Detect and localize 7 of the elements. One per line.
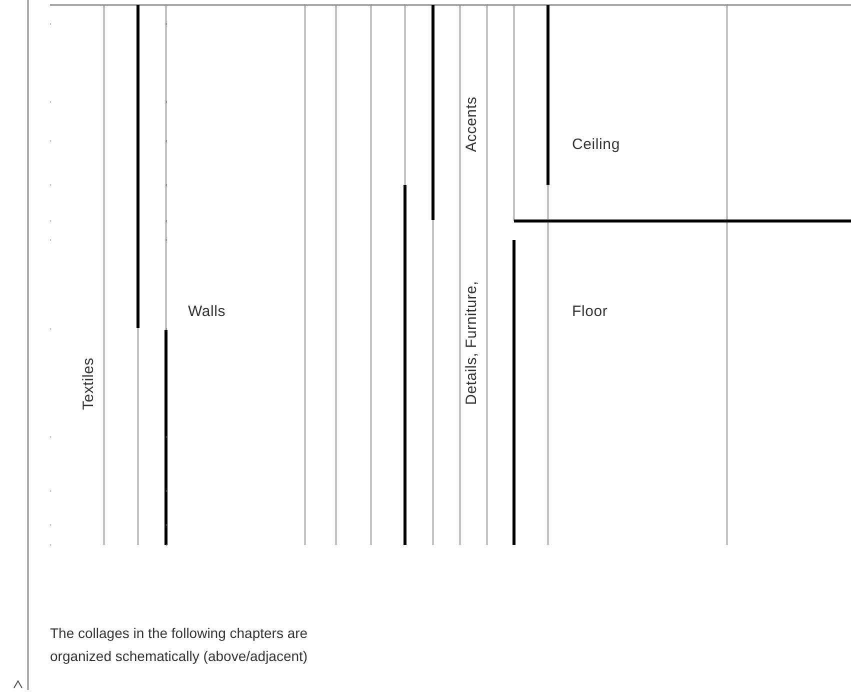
caption: The collages in the following chapters are organized schematically (above/adjacent) <box>50 624 309 666</box>
area-label: Textiles <box>80 358 97 410</box>
area-label: Accents <box>463 96 480 152</box>
area-label: Walls <box>188 303 226 320</box>
area-label: Ceiling <box>572 136 620 153</box>
area-label: Details, Furniture, <box>463 280 480 405</box>
area-label: Floor <box>572 303 608 320</box>
